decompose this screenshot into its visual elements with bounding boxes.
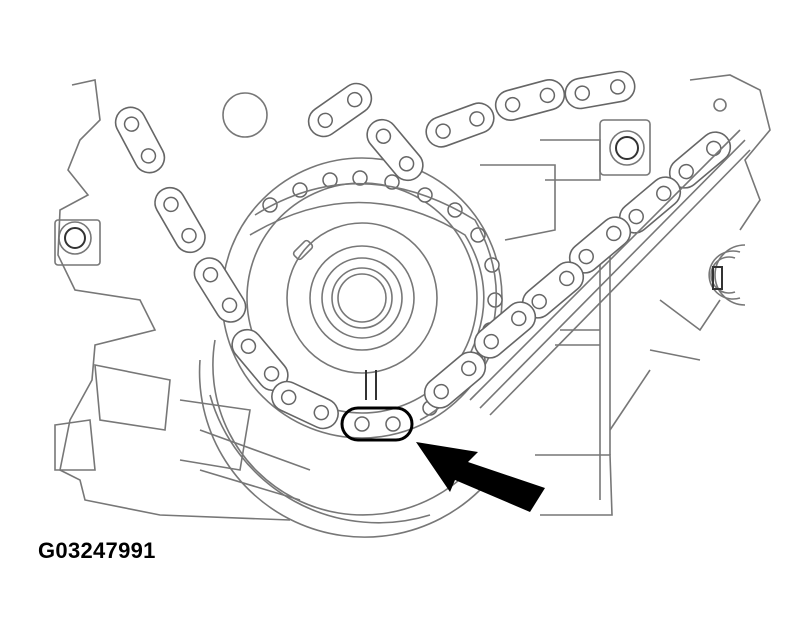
engine-block-outline bbox=[54, 74, 771, 521]
timing-chain bbox=[114, 70, 751, 430]
left-bolt bbox=[54, 219, 101, 266]
callout-arrow-icon bbox=[416, 442, 545, 512]
figure-label: G03247991 bbox=[38, 538, 156, 563]
right-bolt bbox=[599, 119, 651, 176]
right-bracket bbox=[708, 244, 746, 306]
highlighted-chain-link bbox=[340, 406, 414, 442]
